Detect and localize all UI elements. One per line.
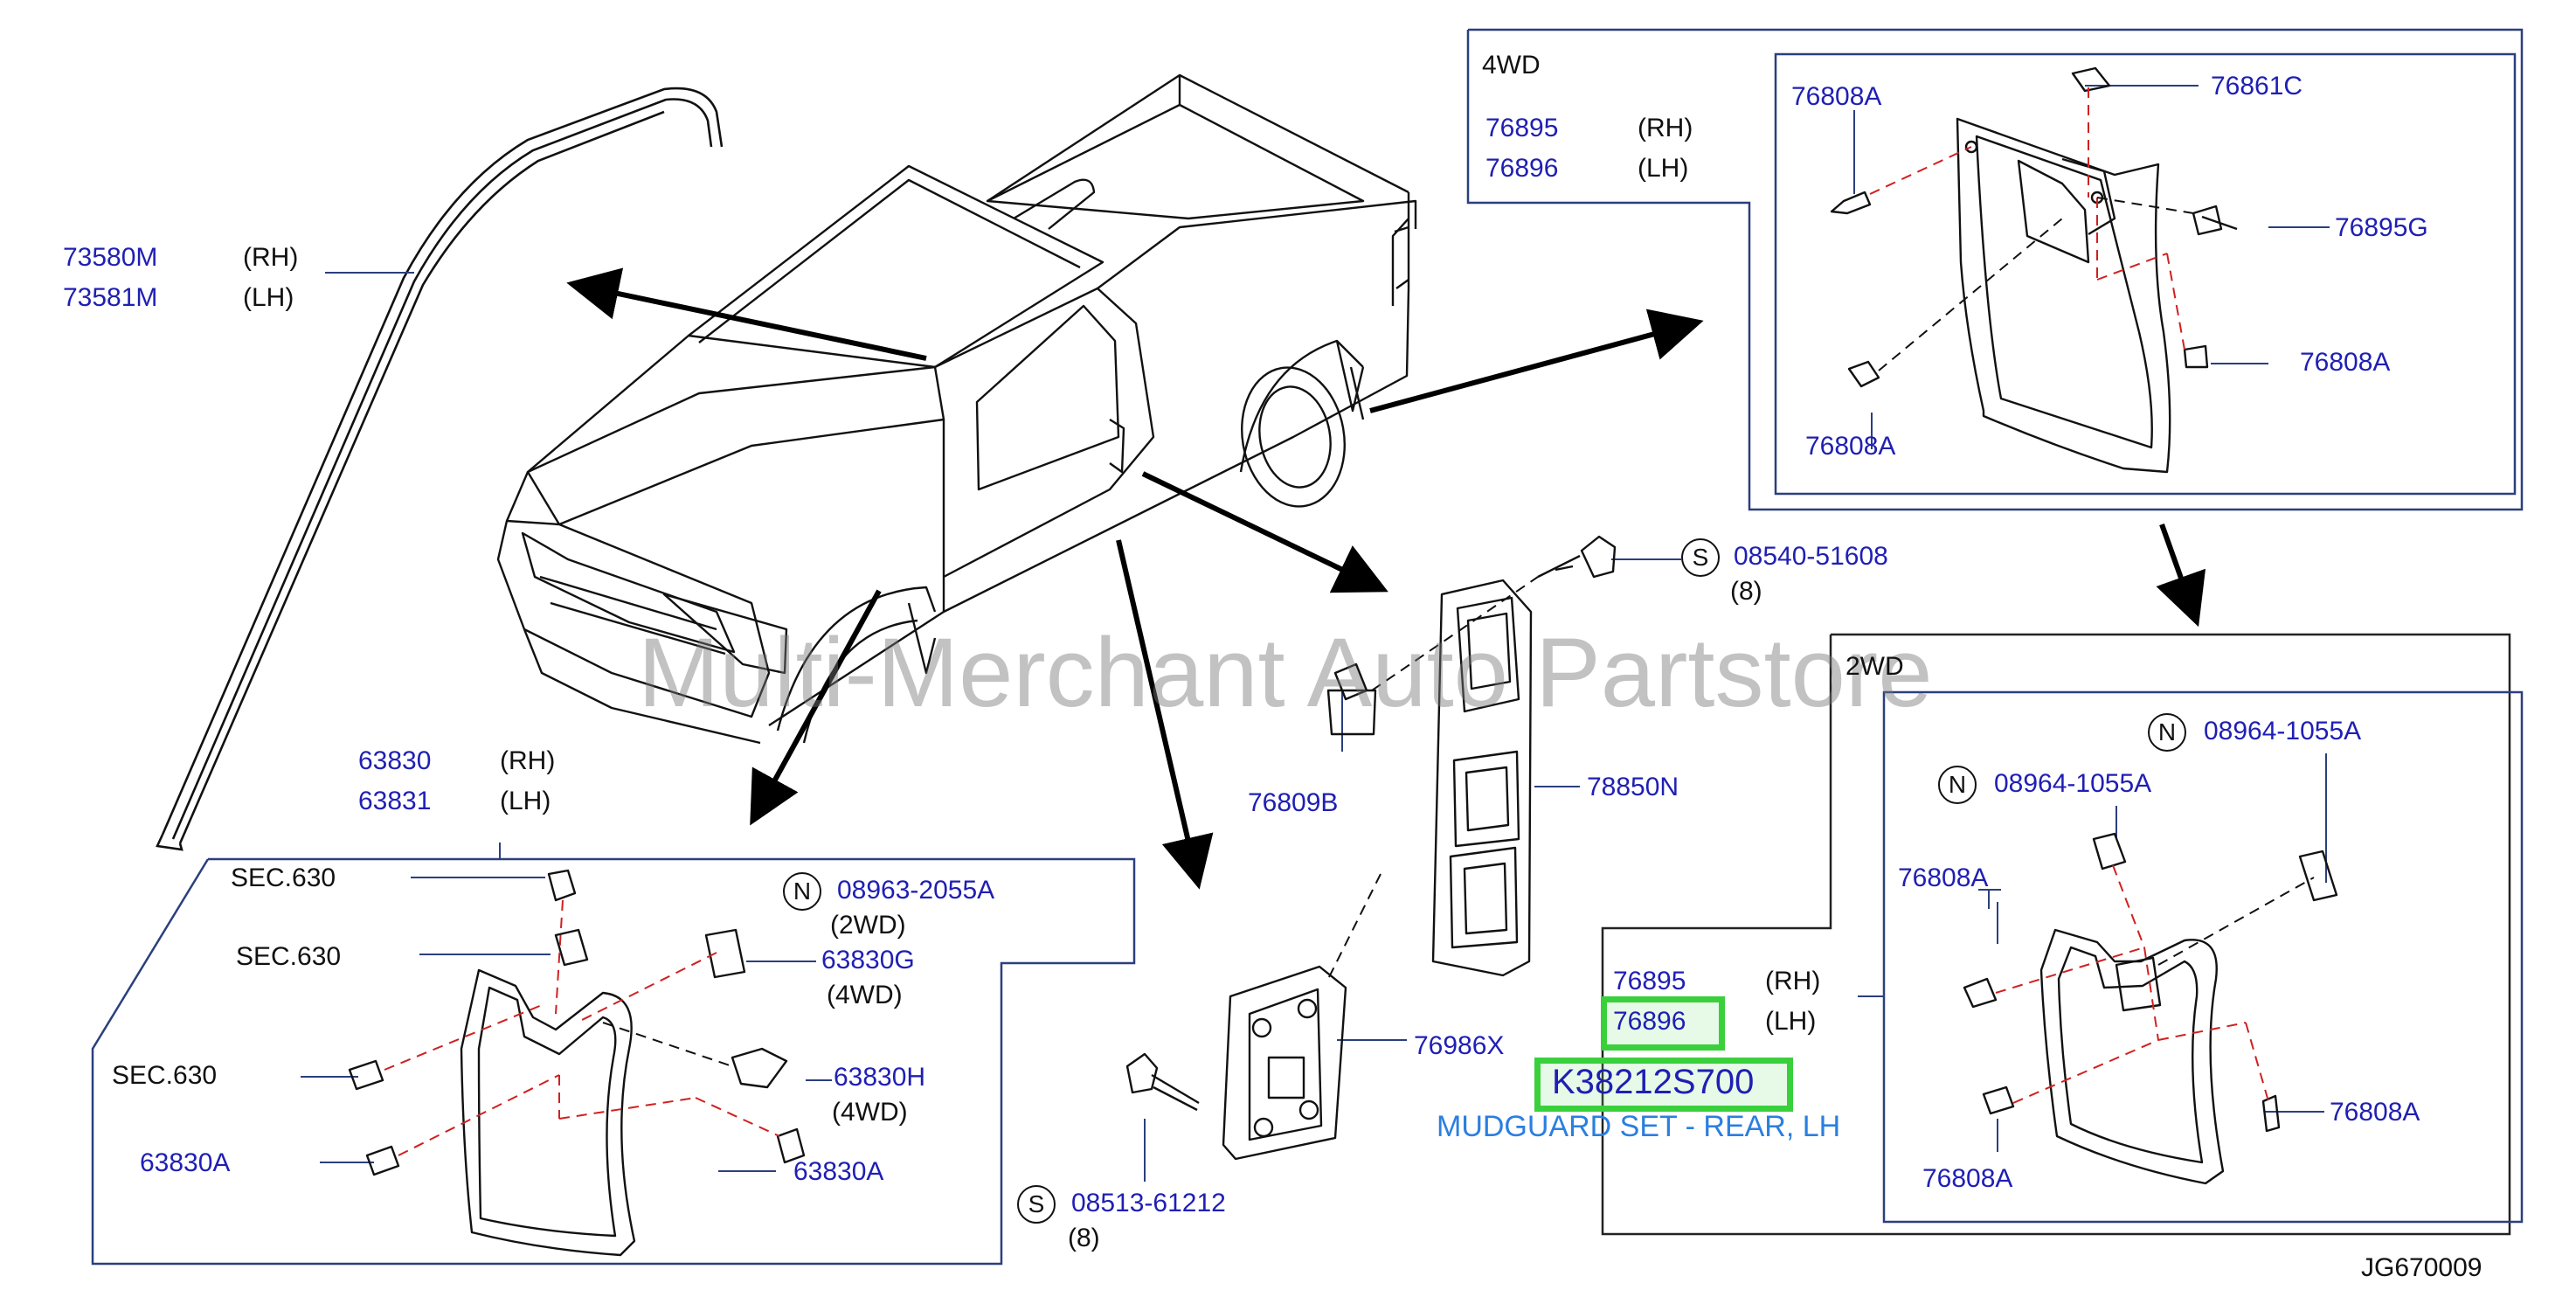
part-76895-4wd-side: (RH) <box>1638 114 1693 142</box>
pointer-arrows <box>566 267 2206 890</box>
part-73580m-side: (RH) <box>243 243 299 272</box>
mudguard-2wd-dashes <box>1995 864 2269 1104</box>
part-76808a-2wd-bottom[interactable]: 76808A <box>1922 1164 2013 1193</box>
part-76808a-4wd-top[interactable]: 76808A <box>1791 82 1882 111</box>
part-08513-61212[interactable]: 08513-61212 <box>1071 1189 1226 1217</box>
mudguard-4wd-dashes <box>1869 87 2185 350</box>
part-63830g-note: (4WD) <box>827 981 903 1009</box>
circle-s-08513: S <box>1017 1185 1056 1224</box>
part-08513-qty: (8) <box>1068 1224 1100 1252</box>
part-76896-2wd-side: (LH) <box>1765 1007 1817 1036</box>
part-08540-51608[interactable]: 08540-51608 <box>1734 542 1888 571</box>
mudguard-4wd-drawing <box>1830 66 2238 474</box>
diagram-code: JG670009 <box>2361 1253 2483 1282</box>
circle-n-08964-top: N <box>2148 713 2186 752</box>
part-76895-4wd[interactable]: 76895 <box>1485 114 1559 142</box>
part-08964-1055a-top[interactable]: 08964-1055A <box>2204 717 2362 746</box>
center-parts-drawing <box>1125 535 1617 1161</box>
sec-630-label-3[interactable]: SEC.630 <box>112 1061 218 1090</box>
part-76808a-2wd-right[interactable]: 76808A <box>2330 1098 2420 1127</box>
drip-molding-drawing <box>156 87 724 851</box>
part-63830g[interactable]: 63830G <box>821 946 915 974</box>
part-63830a-left[interactable]: 63830A <box>140 1148 231 1177</box>
highlight-76896-box <box>1601 996 1725 1051</box>
part-76896-4wd-side: (LH) <box>1638 154 1689 183</box>
part-76895g[interactable]: 76895G <box>2335 213 2428 242</box>
highlight-part-number-box <box>1534 1058 1793 1112</box>
part-63830h-note: (4WD) <box>832 1098 908 1127</box>
watermark-text: Multi-Merchant Auto Partstore <box>638 618 1933 727</box>
box-left-outline <box>91 857 1136 1266</box>
center-dashes <box>1327 576 1539 980</box>
part-76896-4wd[interactable]: 76896 <box>1485 154 1559 183</box>
part-63831-side: (LH) <box>500 787 551 815</box>
part-08963-note: (2WD) <box>830 911 906 940</box>
part-73581m-side: (LH) <box>243 283 294 312</box>
part-76808a-4wd-right[interactable]: 76808A <box>2300 348 2391 377</box>
part-63830-side: (RH) <box>500 746 556 775</box>
box-4wd-title: 4WD <box>1482 51 1541 80</box>
part-08540-qty: (8) <box>1730 577 1762 606</box>
part-63830h[interactable]: 63830H <box>834 1063 926 1092</box>
part-76986x[interactable]: 76986X <box>1414 1031 1505 1060</box>
part-76809b[interactable]: 76809B <box>1248 788 1339 817</box>
mudguard-left-dashes <box>384 899 780 1156</box>
mudguard-4wd-black-dashes <box>1878 197 2194 371</box>
part-76808a-4wd-bottom[interactable]: 76808A <box>1805 432 1896 461</box>
part-78850n[interactable]: 78850N <box>1587 773 1679 801</box>
mudguard-2wd-drawing <box>1963 832 2338 1185</box>
circle-n-08963: N <box>783 872 821 911</box>
part-08964-1055a-mid[interactable]: 08964-1055A <box>1994 769 2152 798</box>
sec-630-label-1[interactable]: SEC.630 <box>231 864 336 892</box>
part-76895-2wd-side: (RH) <box>1765 967 1821 995</box>
mudguard-left-drawing <box>348 869 806 1257</box>
part-08963-2055a[interactable]: 08963-2055A <box>837 876 995 905</box>
part-76808a-2wd-top[interactable]: 76808A <box>1898 864 1989 892</box>
box-4wd-outline <box>1466 28 2524 511</box>
part-63830[interactable]: 63830 <box>358 746 432 775</box>
sec-630-label-2[interactable]: SEC.630 <box>236 942 342 971</box>
box-2wd-inner-outline <box>1882 690 2524 1224</box>
mudguard-2wd-black-dashes <box>2157 877 2315 966</box>
highlighted-part-description: MUDGUARD SET - REAR, LH <box>1437 1110 1841 1143</box>
part-76895-2wd[interactable]: 76895 <box>1613 967 1686 995</box>
part-76896-2wd[interactable]: 76896 <box>1613 1007 1686 1036</box>
leader-lines <box>301 85 2330 1182</box>
part-76861c[interactable]: 76861C <box>2211 72 2303 101</box>
circle-s-08540: S <box>1681 538 1720 577</box>
part-73581m[interactable]: 73581M <box>63 283 158 312</box>
box-2wd-title: 2WD <box>1845 652 1904 681</box>
part-63831[interactable]: 63831 <box>358 787 432 815</box>
part-73580m[interactable]: 73580M <box>63 243 158 272</box>
box-2wd-outline <box>1601 633 2511 1236</box>
mudguard-left-black-dashes <box>602 1022 733 1067</box>
circle-n-08964-mid: N <box>1938 766 1977 804</box>
part-63830a-right[interactable]: 63830A <box>793 1157 884 1186</box>
highlighted-part-number[interactable]: K38212S700 <box>1552 1063 1755 1101</box>
